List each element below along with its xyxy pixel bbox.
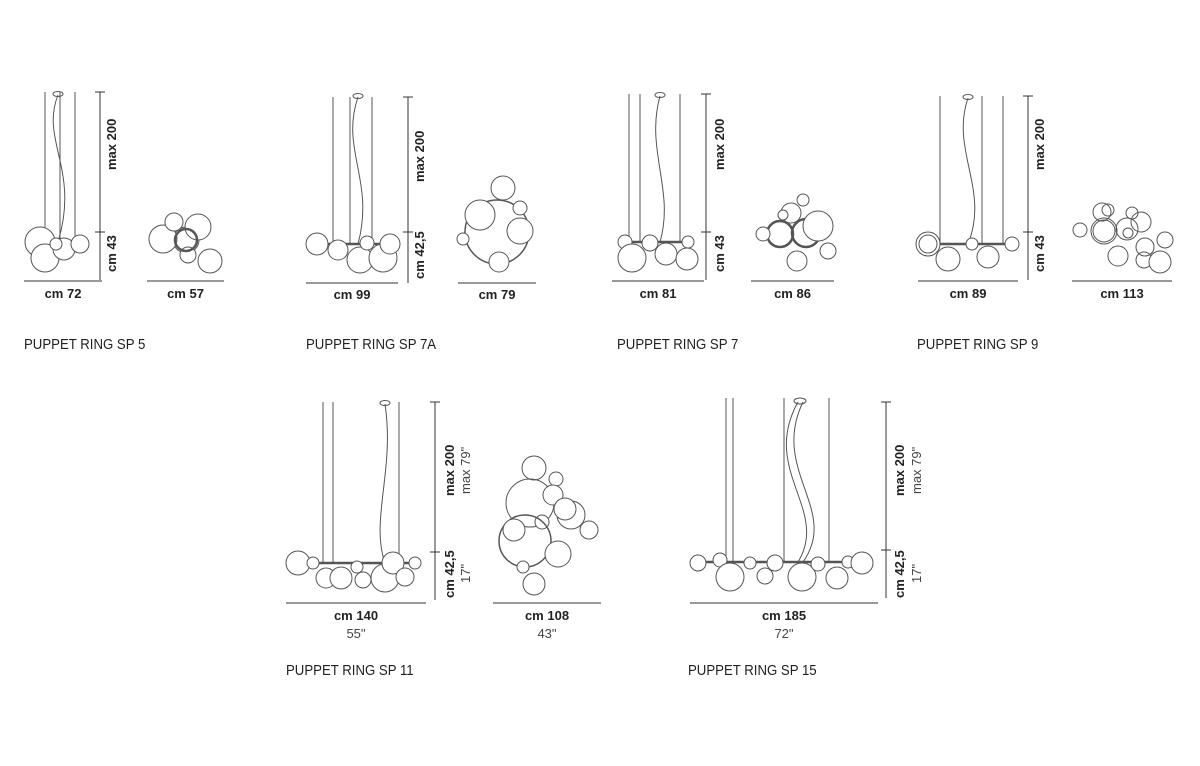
sp11-name: PUPPET RING SP 11 <box>286 662 414 679</box>
sp9-width: cm 89 <box>949 286 987 301</box>
sp9-top-width: cm 113 <box>1100 286 1144 301</box>
sp7a-name: PUPPET RING SP 7A <box>306 336 437 353</box>
sp15-height: cm 42,5 <box>892 550 907 598</box>
sp15-name: PUPPET RING SP 15 <box>688 662 817 679</box>
sp15-height-max: max 200 <box>892 444 907 496</box>
sp7-top-width: cm 86 <box>774 286 811 301</box>
sp7-name: PUPPET RING SP 7 <box>617 336 739 353</box>
sp11-width: cm 140 <box>333 608 379 623</box>
sp7a-width: cm 99 <box>333 287 371 302</box>
sp5-name: PUPPET RING SP 5 <box>24 336 146 353</box>
sp7-width: cm 81 <box>639 286 677 301</box>
sp5-width: cm 72 <box>44 286 82 301</box>
sp11-top-width-in: 43" <box>537 626 557 641</box>
sp15-width-in: 72" <box>774 626 794 641</box>
sp11-width-in: 55" <box>346 626 366 641</box>
sp15-width: cm 185 <box>761 608 807 623</box>
sp11-top-width: cm 108 <box>524 608 570 623</box>
sp15-height-in: 17" <box>909 563 924 583</box>
sp5-top-width: cm 57 <box>167 286 204 301</box>
sp9-name: PUPPET RING SP 9 <box>917 336 1039 353</box>
sp7a-top-width: cm 79 <box>478 287 516 302</box>
sp15-height-max-in: max 79" <box>909 446 924 494</box>
